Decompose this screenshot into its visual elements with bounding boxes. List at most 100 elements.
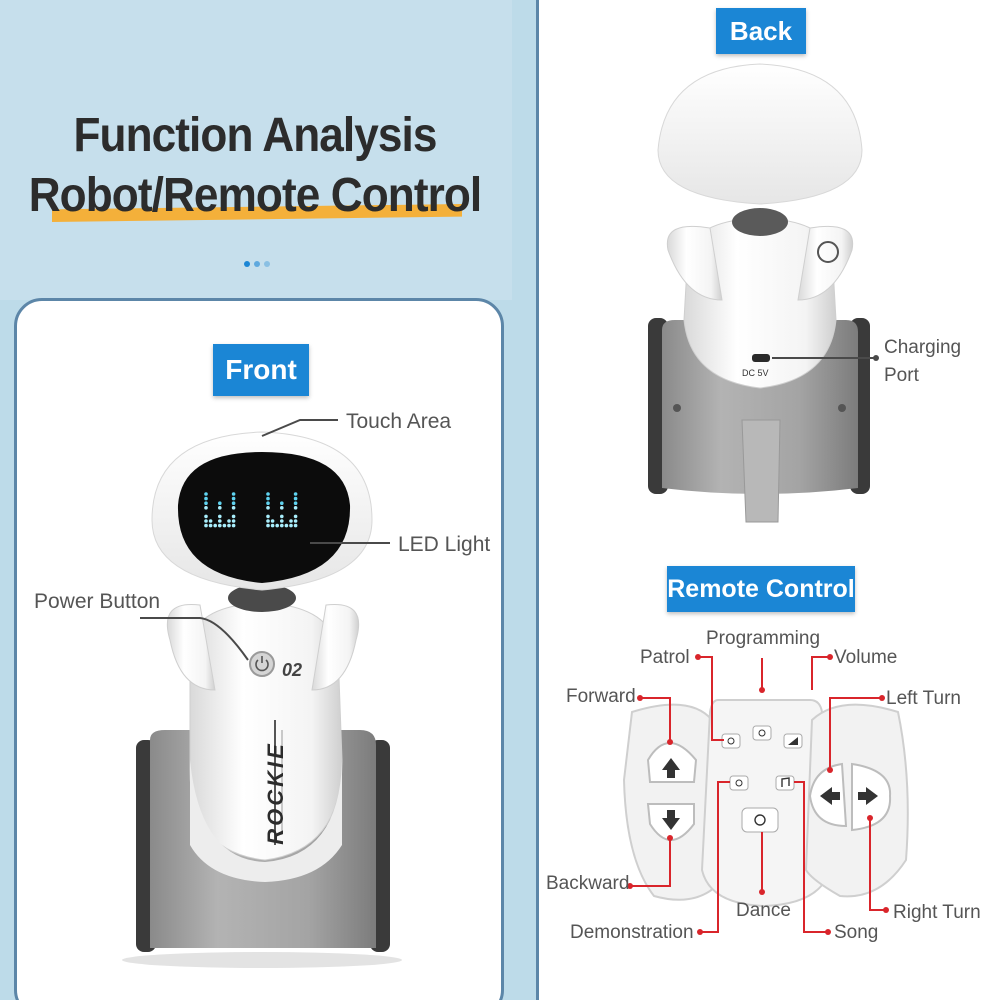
dance-icon [754,814,766,826]
led-dot [266,523,270,528]
robot-neck [228,584,296,612]
remote-control-tag: Remote Control [667,566,855,612]
programming-icon [758,729,766,737]
led-dot [270,519,275,523]
robot-model-number: 02 [282,660,303,680]
forward-label: Forward [566,686,636,707]
backward-label: Backward [546,873,630,894]
charging-port-label-line2: Port [884,365,919,386]
led-dot [266,501,270,506]
forward-leader [640,697,671,742]
led-dot [208,519,213,523]
power-button[interactable] [249,651,275,677]
dot [264,261,270,267]
remote-center [700,699,832,908]
led-dot [280,501,284,506]
led-eyes [204,492,298,528]
port-marking: DC 5V [742,368,769,378]
led-dot [284,523,289,528]
backward-leader [630,838,671,887]
led-light-label: LED Light [398,533,491,556]
led-dot [204,519,208,523]
led-dot [266,506,270,510]
arrow-up-icon [662,758,680,778]
robot-shadow [122,952,402,968]
arrow-left-icon [820,787,840,805]
back-neck [732,208,788,236]
music-note-icon [781,777,790,787]
dance-button[interactable] [741,807,779,833]
led-dot [218,501,222,506]
programming-label: Programming [706,628,821,649]
led-dot [293,501,298,506]
back-hole [838,404,846,412]
back-left-ear [666,225,723,301]
led-dot [266,496,270,501]
song-label: Song [834,922,879,943]
led-dot [275,523,280,528]
charging-port [752,354,770,362]
song-leader [794,781,828,933]
led-dot [227,523,231,528]
led-dot [218,519,222,523]
right-turn-leader [869,818,886,911]
arrow-down-icon [662,810,680,830]
led-dot [293,496,298,501]
volume-label: Volume [834,647,898,668]
led-dot [231,492,236,496]
arrow-right-icon [858,787,878,805]
front-tag: Front [213,344,309,396]
led-dot [280,514,284,519]
led-dot [204,492,208,496]
led-dot [222,523,227,528]
volume-icon [788,737,798,745]
led-dot [293,523,298,528]
led-dot [231,496,236,501]
page-title-line2: Robot/Remote Control [28,169,483,222]
led-dot [204,506,208,510]
charging-port-label-line1: Charging [884,337,962,358]
led-dot [231,519,236,523]
led-dot [204,523,208,528]
led-dot [231,501,236,506]
left-turn-label: Left Turn [886,688,961,709]
led-dot [231,523,236,528]
led-dot [218,514,222,519]
patrol-leader [698,656,724,741]
led-dot [218,506,222,510]
dot [244,261,250,267]
dance-label: Dance [736,900,791,921]
led-dot [280,523,284,528]
page-title-line1: Function Analysis [73,109,437,162]
dot [254,261,260,267]
back-tag: Back [716,8,806,54]
led-dot [227,519,231,523]
left-ear [166,603,216,691]
right-ear [311,603,360,691]
patrol-icon [727,737,735,745]
touch-area-label: Touch Area [346,410,452,433]
volume-leader [811,656,830,690]
demonstration-label: Demonstration [570,922,694,943]
back-hole [673,404,681,412]
led-dot [289,523,293,528]
power-icon [255,659,269,672]
demonstration-leader [700,781,730,933]
led-dot [293,519,298,523]
led-dot [231,514,236,519]
led-dot [293,506,298,510]
led-dot [293,514,298,519]
led-dot [218,523,222,528]
pagination-dots [244,254,274,272]
led-dot [266,514,270,519]
patrol-label: Patrol [640,647,690,668]
programming-button[interactable] [752,725,772,741]
column-divider [512,0,536,1000]
led-dot [289,519,293,523]
led-dot [270,523,275,528]
power-button-leader [140,617,249,661]
led-dot [204,496,208,501]
gear-icon [817,241,839,263]
